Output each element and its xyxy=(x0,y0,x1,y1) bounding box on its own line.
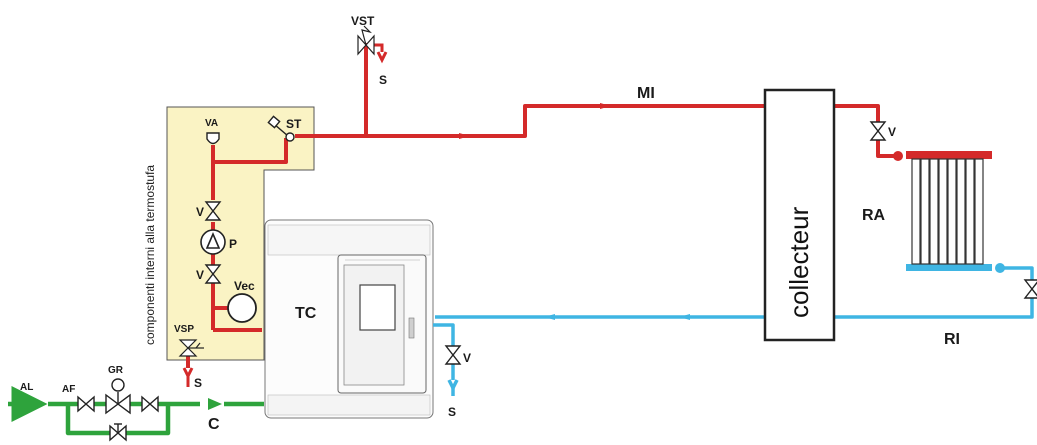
valve-return-right xyxy=(1023,279,1037,299)
label-v-blue: V xyxy=(463,351,471,365)
valve-gr xyxy=(105,378,131,415)
label-p: P xyxy=(229,237,237,251)
label-gr: GR xyxy=(108,365,124,376)
safety-valve-vsp xyxy=(178,339,204,357)
label-v-right: V xyxy=(888,125,896,139)
label-s-vsp: S xyxy=(194,376,202,390)
internal-components-panel xyxy=(166,106,315,361)
hot-pipe-small xyxy=(182,43,388,387)
flow-arrow-red xyxy=(459,133,470,139)
label-vsp: VSP xyxy=(174,324,194,335)
label-ri: RI xyxy=(944,331,960,348)
valve-v-blue xyxy=(444,345,462,365)
air-vent-va xyxy=(206,132,220,145)
label-vec: Vec xyxy=(234,279,255,293)
label-vst: VST xyxy=(351,14,375,28)
valve-v-red-2 xyxy=(204,264,222,284)
label-v-red-1: V xyxy=(196,205,204,219)
valve-v-right xyxy=(869,121,887,141)
valve-af xyxy=(77,395,95,413)
radiator-ra xyxy=(893,151,1005,273)
valve-v-red-1 xyxy=(204,201,222,221)
thermo-stove xyxy=(264,219,434,419)
flow-arrow-blue xyxy=(544,314,555,320)
label-s-top: S xyxy=(379,73,387,87)
pump-p xyxy=(200,229,226,255)
label-s-blue: S xyxy=(448,405,456,419)
label-mi: MI xyxy=(637,85,655,102)
label-ra: RA xyxy=(862,207,886,224)
feed-pipe xyxy=(8,386,264,436)
valve-feed-3 xyxy=(141,395,159,413)
label-al: AL xyxy=(20,382,33,393)
label-af: AF xyxy=(62,384,75,395)
expansion-vessel-vec xyxy=(227,293,257,323)
label-c: C xyxy=(208,416,220,433)
flow-arrow-green xyxy=(208,398,222,410)
internal-components-label: componenti interni alla termostufa xyxy=(143,165,157,345)
flow-arrow-blue xyxy=(679,314,690,320)
temperature-sensor-st xyxy=(267,115,295,142)
label-tc: TC xyxy=(295,305,317,322)
safety-valve-vst xyxy=(357,25,375,56)
collector-label: collecteur xyxy=(784,206,814,318)
collector-box: collecteur xyxy=(763,88,836,342)
flow-arrow-red xyxy=(600,103,611,109)
return-pipe xyxy=(433,266,1034,396)
valve-bypass xyxy=(109,423,127,442)
label-va: VA xyxy=(205,118,218,129)
label-st: ST xyxy=(286,117,302,131)
label-v-red-2: V xyxy=(196,268,204,282)
